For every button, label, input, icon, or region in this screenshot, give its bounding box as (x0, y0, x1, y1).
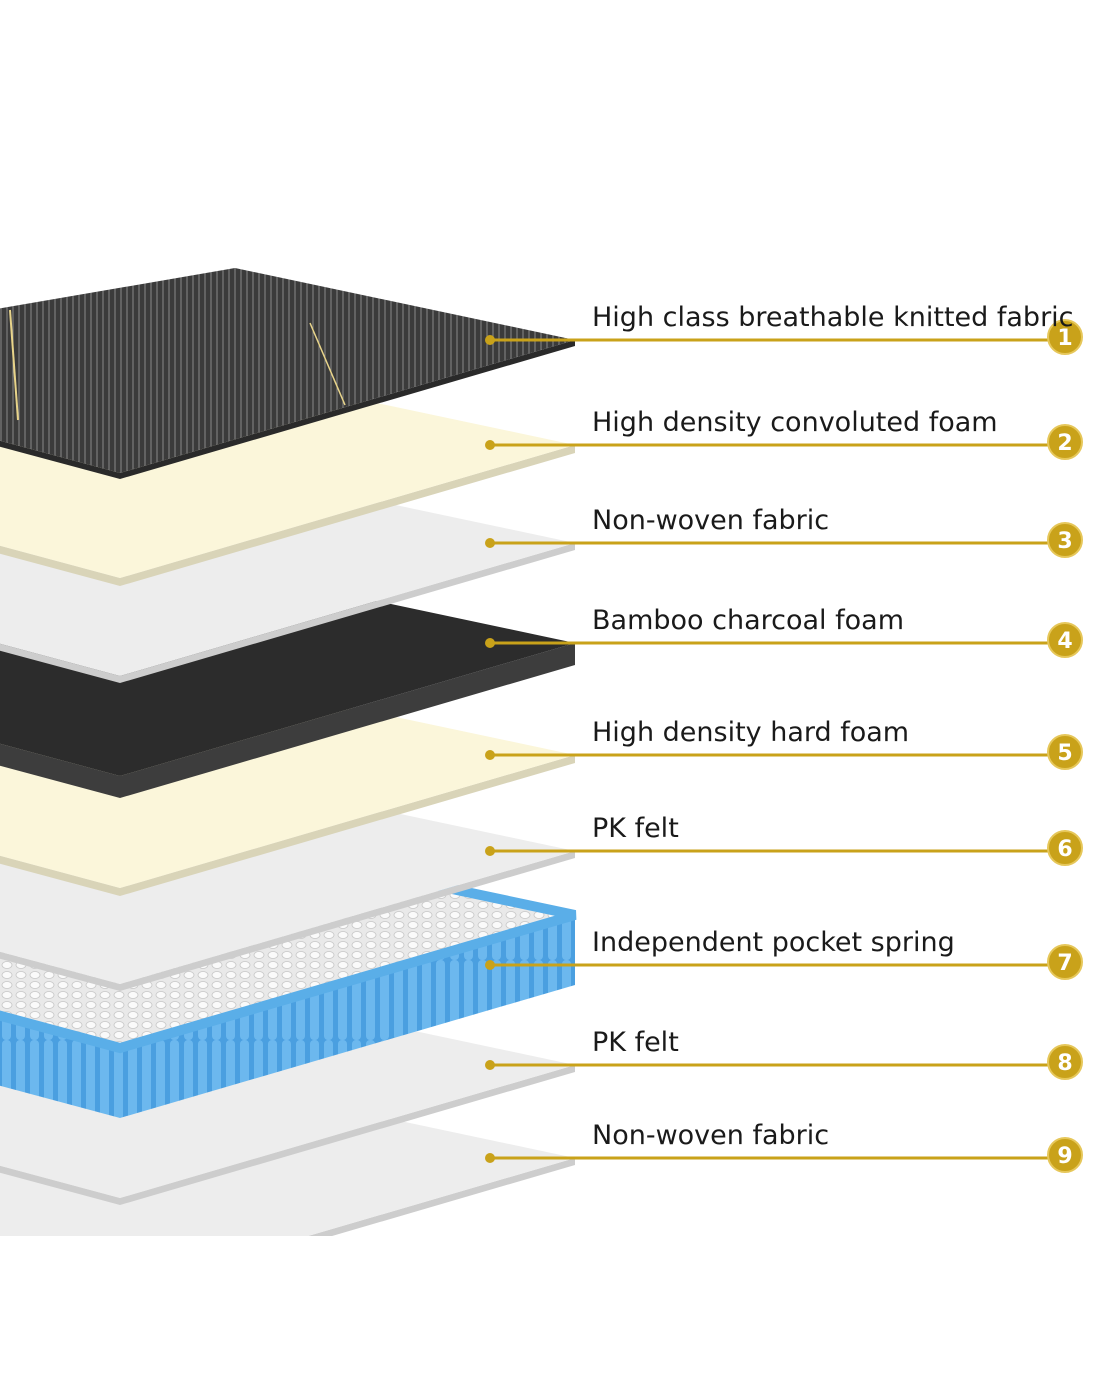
layer-label: High class breathable knitted fabric (592, 302, 1074, 333)
anchor-dot (485, 538, 495, 548)
layer-label: High density convoluted foam (592, 407, 998, 438)
number-badge (1047, 622, 1083, 658)
anchor-dot (485, 1060, 495, 1070)
callout-7: 7 Independent pocket spring (485, 927, 1083, 980)
anchor-dot (485, 846, 495, 856)
callout-6: 6 PK felt (485, 813, 1083, 866)
number-badge-text: 4 (1057, 629, 1072, 654)
callout-9: 9 Non-woven fabric (485, 1120, 1083, 1173)
anchor-dot (485, 1153, 495, 1163)
layer-label: High density hard foam (592, 717, 909, 748)
number-badge-text: 8 (1057, 1051, 1072, 1076)
layer-face (0, 268, 575, 473)
layer-label: Non-woven fabric (592, 1120, 829, 1151)
layer-label: PK felt (592, 813, 679, 844)
anchor-dot (485, 750, 495, 760)
number-badge (1047, 830, 1083, 866)
layer-1 (0, 268, 575, 479)
number-badge (1047, 734, 1083, 770)
layer-label: Bamboo charcoal foam (592, 605, 904, 636)
number-badge-text: 1 (1057, 326, 1072, 351)
anchor-dot (485, 960, 495, 970)
number-badge-text: 5 (1057, 741, 1072, 766)
layer-label: Independent pocket spring (592, 927, 955, 958)
layer-label: Non-woven fabric (592, 505, 829, 536)
callout-2: 2 High density convoluted foam (485, 407, 1083, 460)
number-badge (1047, 1137, 1083, 1173)
number-badge (1047, 424, 1083, 460)
number-badge (1047, 522, 1083, 558)
callout-4: 4 Bamboo charcoal foam (485, 605, 1083, 658)
spring-side (0, 915, 575, 1118)
number-badge-text: 3 (1057, 529, 1072, 554)
seam-line (309, 322, 346, 406)
seam-line (9, 309, 19, 421)
number-badge (1047, 1044, 1083, 1080)
layer-label: PK felt (592, 1027, 679, 1058)
anchor-dot (485, 440, 495, 450)
callout-8: 8 PK felt (485, 1027, 1083, 1080)
number-badge (1047, 944, 1083, 980)
callout-3: 3 Non-woven fabric (485, 505, 1083, 558)
number-badge-text: 7 (1057, 951, 1072, 976)
number-badge-text: 2 (1057, 431, 1072, 456)
number-badge-text: 6 (1057, 837, 1072, 862)
number-badge-text: 9 (1057, 1144, 1072, 1169)
layer-stack (0, 268, 577, 1236)
anchor-dot (485, 638, 495, 648)
anchor-dot (485, 335, 495, 345)
callout-5: 5 High density hard foam (485, 717, 1083, 770)
number-badge (1047, 319, 1083, 355)
